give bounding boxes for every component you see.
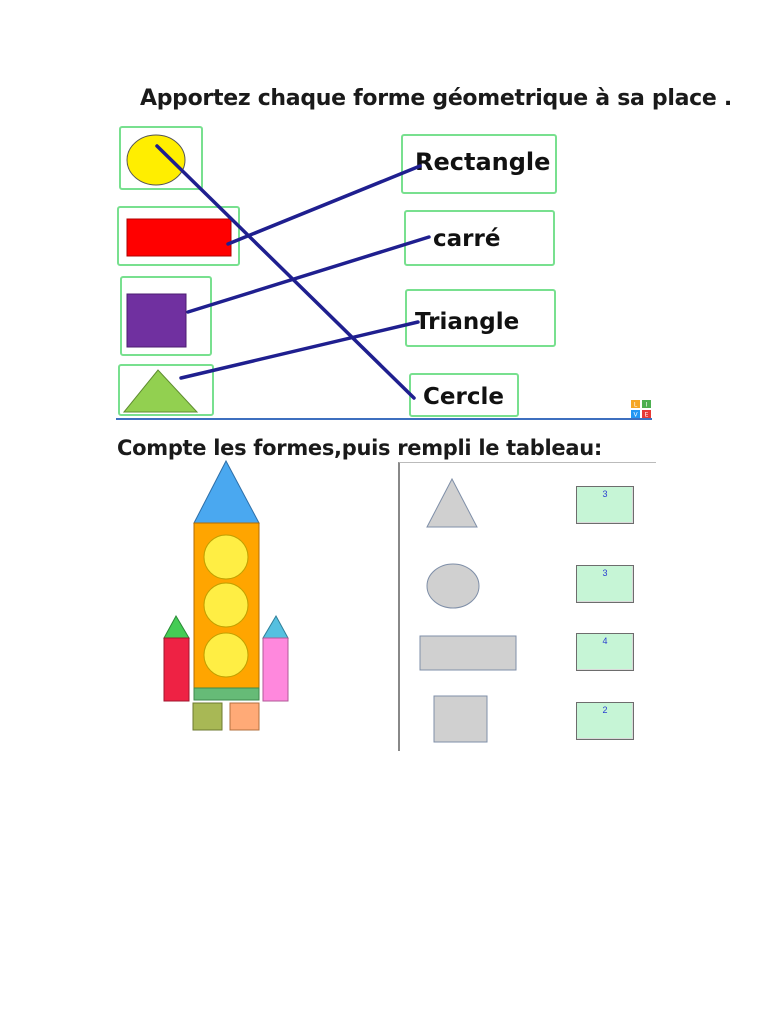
word-carre: carré — [433, 226, 501, 252]
left-booster — [163, 637, 190, 702]
table-circle-shape — [426, 563, 480, 609]
live-logo: L I V E — [631, 400, 651, 419]
match-line-carre — [186, 235, 431, 314]
count-table — [398, 462, 656, 751]
match-line-triangle — [179, 320, 420, 380]
rocket-window-3 — [203, 632, 249, 678]
table-rectangle-shape — [419, 635, 517, 671]
rectangle-shape-box[interactable] — [117, 206, 240, 266]
rocket-base-bar — [193, 687, 260, 701]
table-square-shape — [433, 695, 488, 743]
count-input-triangle[interactable]: 3 — [576, 486, 634, 524]
logo-letter-e: E — [645, 412, 649, 419]
logo-letter-v: V — [633, 412, 638, 419]
word-box-rectangle[interactable]: Rectangle — [401, 134, 557, 194]
right-booster — [262, 637, 289, 702]
exercise-1-title: Apportez chaque forme géometrique à sa p… — [140, 86, 732, 111]
table-triangle-shape — [426, 477, 478, 528]
right-thruster — [229, 702, 260, 731]
match-line-rectangle — [226, 164, 422, 246]
count-input-rectangle[interactable]: 4 — [576, 633, 634, 671]
left-thruster — [192, 702, 223, 731]
triangle-shape-box[interactable] — [118, 364, 214, 416]
logo-letter-l: L — [634, 402, 638, 409]
square-shape-box[interactable] — [120, 276, 212, 356]
red-rectangle — [126, 218, 232, 257]
word-box-cercle[interactable]: Cercle — [409, 373, 519, 417]
word-rectangle: Rectangle — [415, 148, 551, 176]
match-line-circle-cercle — [155, 144, 416, 400]
circle-shape-box[interactable] — [119, 126, 203, 190]
word-box-carre[interactable]: carré — [404, 210, 555, 266]
yellow-circle — [126, 134, 186, 186]
exercise-2-title: Compte les formes,puis rempli le tableau… — [117, 436, 602, 460]
count-input-circle[interactable]: 3 — [576, 565, 634, 603]
word-box-triangle[interactable]: Triangle — [405, 289, 556, 347]
section-divider — [116, 418, 652, 420]
rocket-window-1 — [203, 534, 249, 580]
green-triangle — [122, 369, 199, 413]
logo-letter-i: I — [646, 402, 648, 409]
purple-square — [126, 293, 187, 348]
word-triangle: Triangle — [415, 309, 520, 335]
rocket-window-2 — [203, 582, 249, 628]
count-input-square[interactable]: 2 — [576, 702, 634, 740]
word-cercle: Cercle — [423, 384, 504, 410]
